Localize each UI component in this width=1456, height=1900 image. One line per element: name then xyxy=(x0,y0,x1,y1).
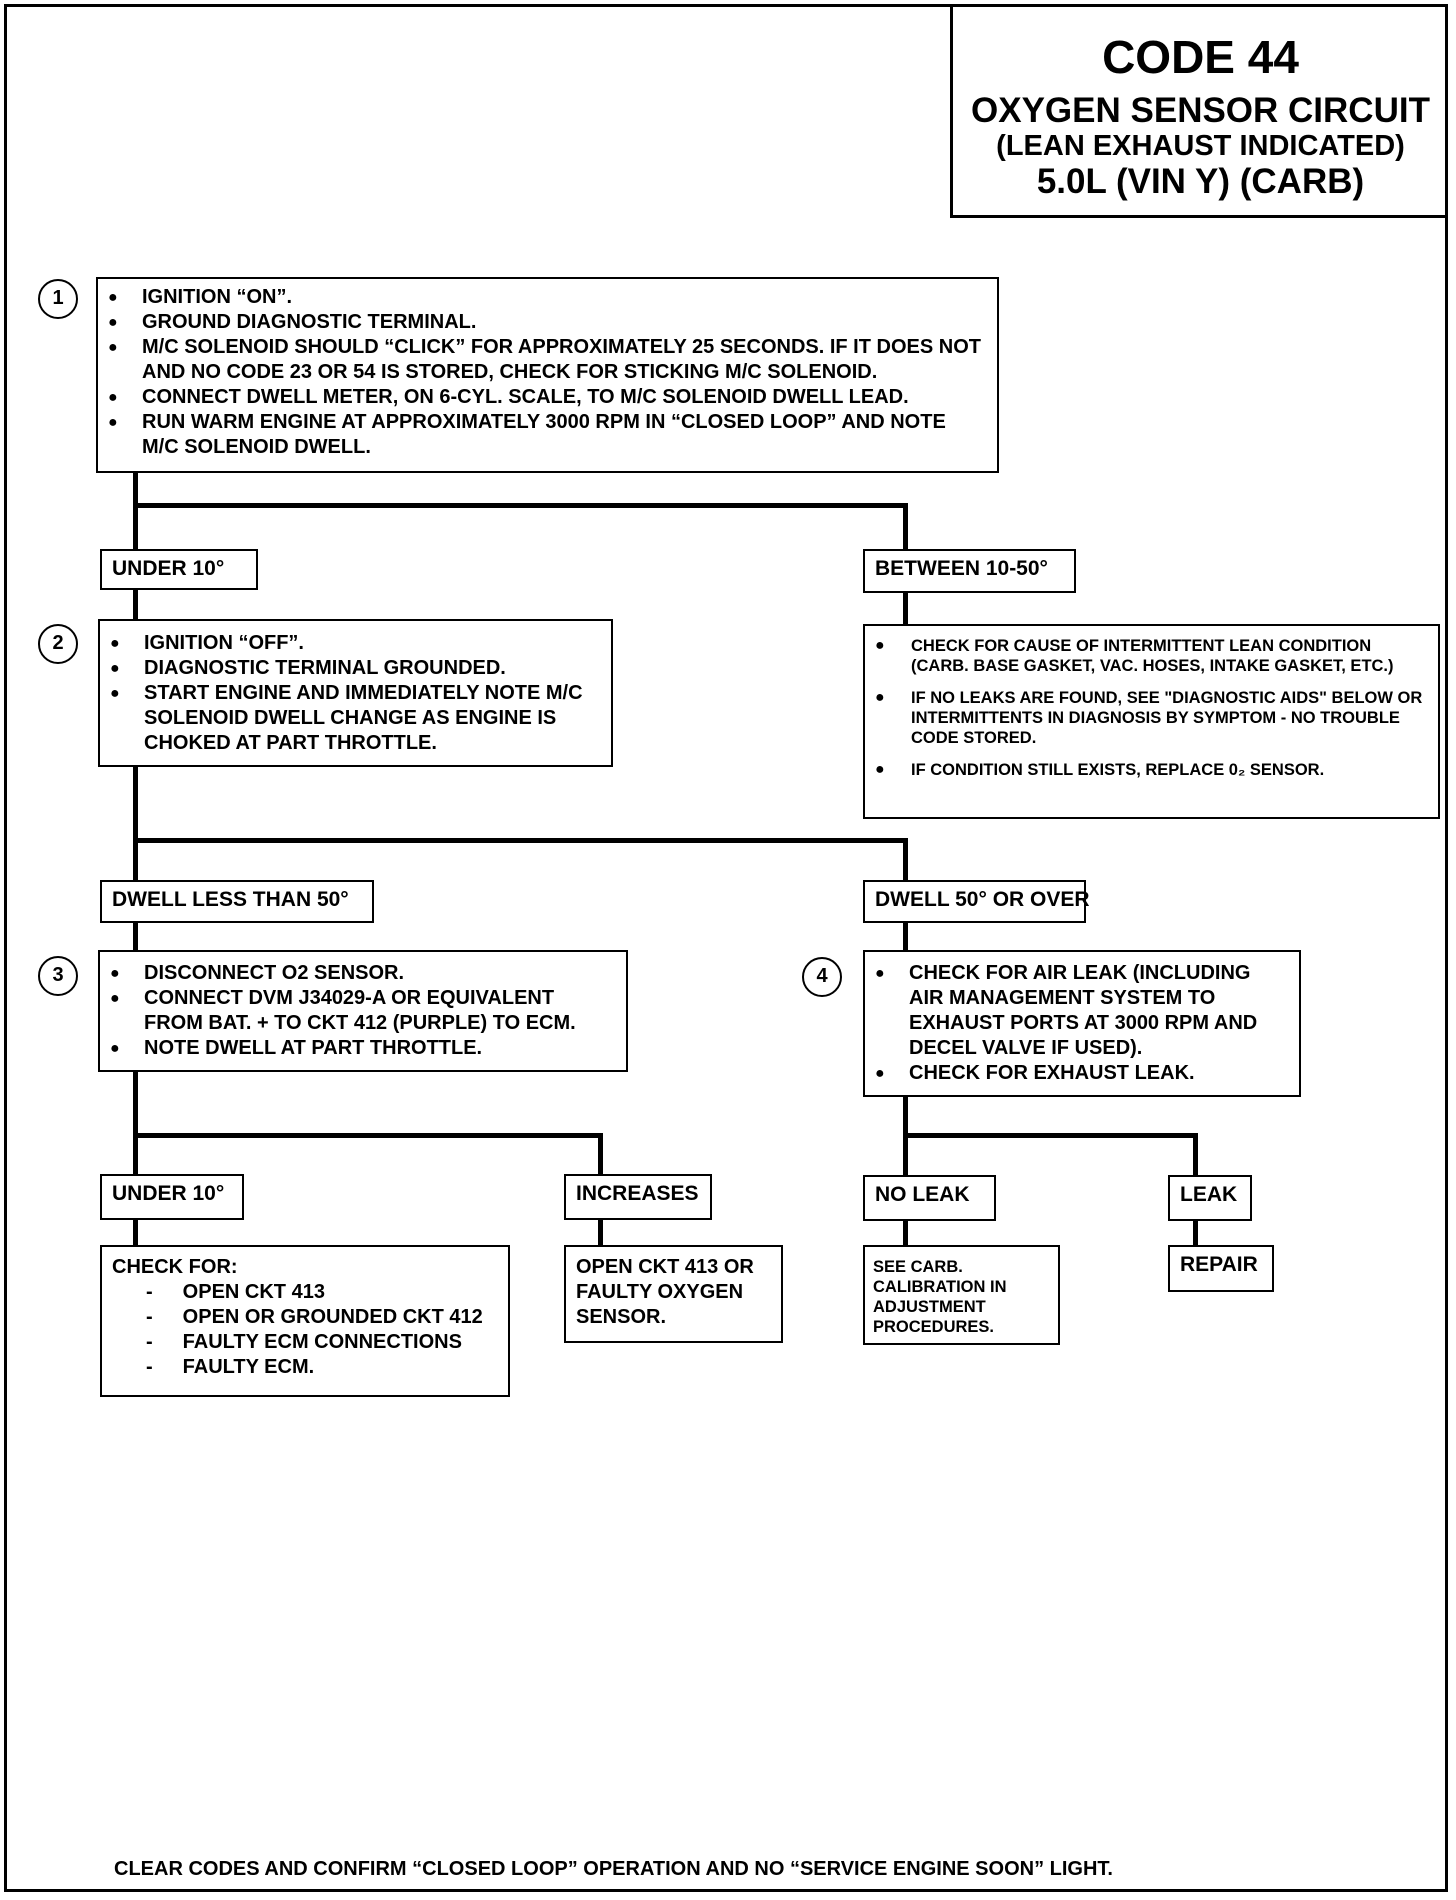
step-4-box: CHECK FOR AIR LEAK (INCLUDING AIR MANAGE… xyxy=(863,950,1301,1097)
footer-instruction: CLEAR CODES AND CONFIRM “CLOSED LOOP” OP… xyxy=(114,1858,1113,1880)
connector xyxy=(598,1133,603,1176)
connector xyxy=(903,503,908,553)
check-for-box: CHECK FOR: OPEN CKT 413 OPEN OR GROUNDED… xyxy=(100,1245,510,1397)
check-for-item: FAULTY ECM. xyxy=(112,1355,498,1380)
between-10-50-label: BETWEEN 10-50° xyxy=(863,549,1076,593)
dwell-less-than-50-label: DWELL LESS THAN 50° xyxy=(100,880,374,923)
check-for-item: OPEN OR GROUNDED CKT 412 xyxy=(112,1305,498,1330)
dwell-50-or-over-label: DWELL 50° OR OVER xyxy=(863,880,1090,923)
connector xyxy=(903,838,908,880)
step-number-2: 2 xyxy=(38,624,78,664)
connector xyxy=(133,503,908,508)
leak-label: LEAK xyxy=(1168,1175,1252,1221)
intermittent-lean-box: CHECK FOR CAUSE OF INTERMITTENT LEAN CON… xyxy=(863,624,1440,819)
condition-subtitle: (LEAN EXHAUST INDICATED) xyxy=(996,130,1405,162)
connector xyxy=(133,1071,138,1176)
connector xyxy=(903,591,908,624)
step-1-item: RUN WARM ENGINE AT APPROXIMATELY 3000 RP… xyxy=(108,410,985,460)
engine-subtitle: 5.0L (VIN Y) (CARB) xyxy=(1036,162,1365,201)
step-1-item: CONNECT DWELL METER, ON 6-CYL. SCALE, TO… xyxy=(108,385,985,410)
intermittent-item: IF NO LEAKS ARE FOUND, SEE "DIAGNOSTIC A… xyxy=(875,688,1426,748)
connector xyxy=(133,922,138,952)
page-border xyxy=(4,4,1448,1892)
connector xyxy=(1193,1219,1198,1247)
step-2-item: IGNITION “OFF”. xyxy=(110,631,599,656)
repair-box: REPAIR xyxy=(1168,1245,1274,1292)
see-carb-text: SEE CARB. CALIBRATION IN ADJUSTMENT PROC… xyxy=(873,1258,1007,1336)
code-title: CODE 44 xyxy=(1102,31,1299,83)
connector xyxy=(133,586,138,622)
connector xyxy=(133,1133,603,1138)
no-leak-label: NO LEAK xyxy=(863,1175,996,1221)
check-for-item: FAULTY ECM CONNECTIONS xyxy=(112,1330,498,1355)
step-number-4: 4 xyxy=(802,957,842,997)
connector xyxy=(1193,1133,1198,1177)
intermittent-item: IF CONDITION STILL EXISTS, REPLACE 0₂ SE… xyxy=(875,760,1426,780)
step-2-box: IGNITION “OFF”. DIAGNOSTIC TERMINAL GROU… xyxy=(98,619,613,767)
step-2-item: DIAGNOSTIC TERMINAL GROUNDED. xyxy=(110,656,599,681)
open-ckt-413-box: OPEN CKT 413 OR FAULTY OXYGEN SENSOR. xyxy=(564,1245,783,1343)
step-3-item: NOTE DWELL AT PART THROTTLE. xyxy=(110,1036,614,1061)
step-1-box: IGNITION “ON”. GROUND DIAGNOSTIC TERMINA… xyxy=(96,277,999,473)
check-for-item: OPEN CKT 413 xyxy=(112,1280,498,1305)
step-2-item: START ENGINE AND IMMEDIATELY NOTE M/C SO… xyxy=(110,681,599,756)
connector xyxy=(903,922,908,953)
see-carb-box: SEE CARB. CALIBRATION IN ADJUSTMENT PROC… xyxy=(863,1245,1060,1345)
title-block: CODE 44 OXYGEN SENSOR CIRCUIT (LEAN EXHA… xyxy=(950,4,1448,218)
connector xyxy=(903,1133,1198,1138)
step-3-item: DISCONNECT O2 SENSOR. xyxy=(110,961,614,986)
step-number-1: 1 xyxy=(38,279,78,319)
connector xyxy=(133,765,138,880)
increases-label: INCREASES xyxy=(564,1174,712,1220)
under-10-label: UNDER 10° xyxy=(100,549,258,590)
repair-text: REPAIR xyxy=(1180,1253,1258,1276)
step-3-box: DISCONNECT O2 SENSOR. CONNECT DVM J34029… xyxy=(98,950,628,1072)
step-1-item: M/C SOLENOID SHOULD “CLICK” FOR APPROXIM… xyxy=(108,335,985,385)
step-1-item: GROUND DIAGNOSTIC TERMINAL. xyxy=(108,310,985,335)
connector xyxy=(598,1218,603,1247)
check-for-heading: CHECK FOR: xyxy=(112,1256,238,1278)
circuit-title: OXYGEN SENSOR CIRCUIT xyxy=(971,91,1430,130)
step-3-item: CONNECT DVM J34029-A OR EQUIVALENT FROM … xyxy=(110,986,614,1036)
step-number-3: 3 xyxy=(38,956,78,996)
under-10-result-label: UNDER 10° xyxy=(100,1174,244,1220)
intermittent-item: CHECK FOR CAUSE OF INTERMITTENT LEAN CON… xyxy=(875,636,1426,676)
connector xyxy=(903,1219,908,1247)
step-4-item: CHECK FOR EXHAUST LEAK. xyxy=(875,1061,1287,1086)
step-4-item: CHECK FOR AIR LEAK (INCLUDING AIR MANAGE… xyxy=(875,961,1287,1061)
connector xyxy=(133,1218,138,1247)
open-ckt-413-text: OPEN CKT 413 OR FAULTY OXYGEN SENSOR. xyxy=(576,1256,754,1328)
step-1-item: IGNITION “ON”. xyxy=(108,285,985,310)
connector xyxy=(133,838,908,843)
connector xyxy=(133,472,138,553)
